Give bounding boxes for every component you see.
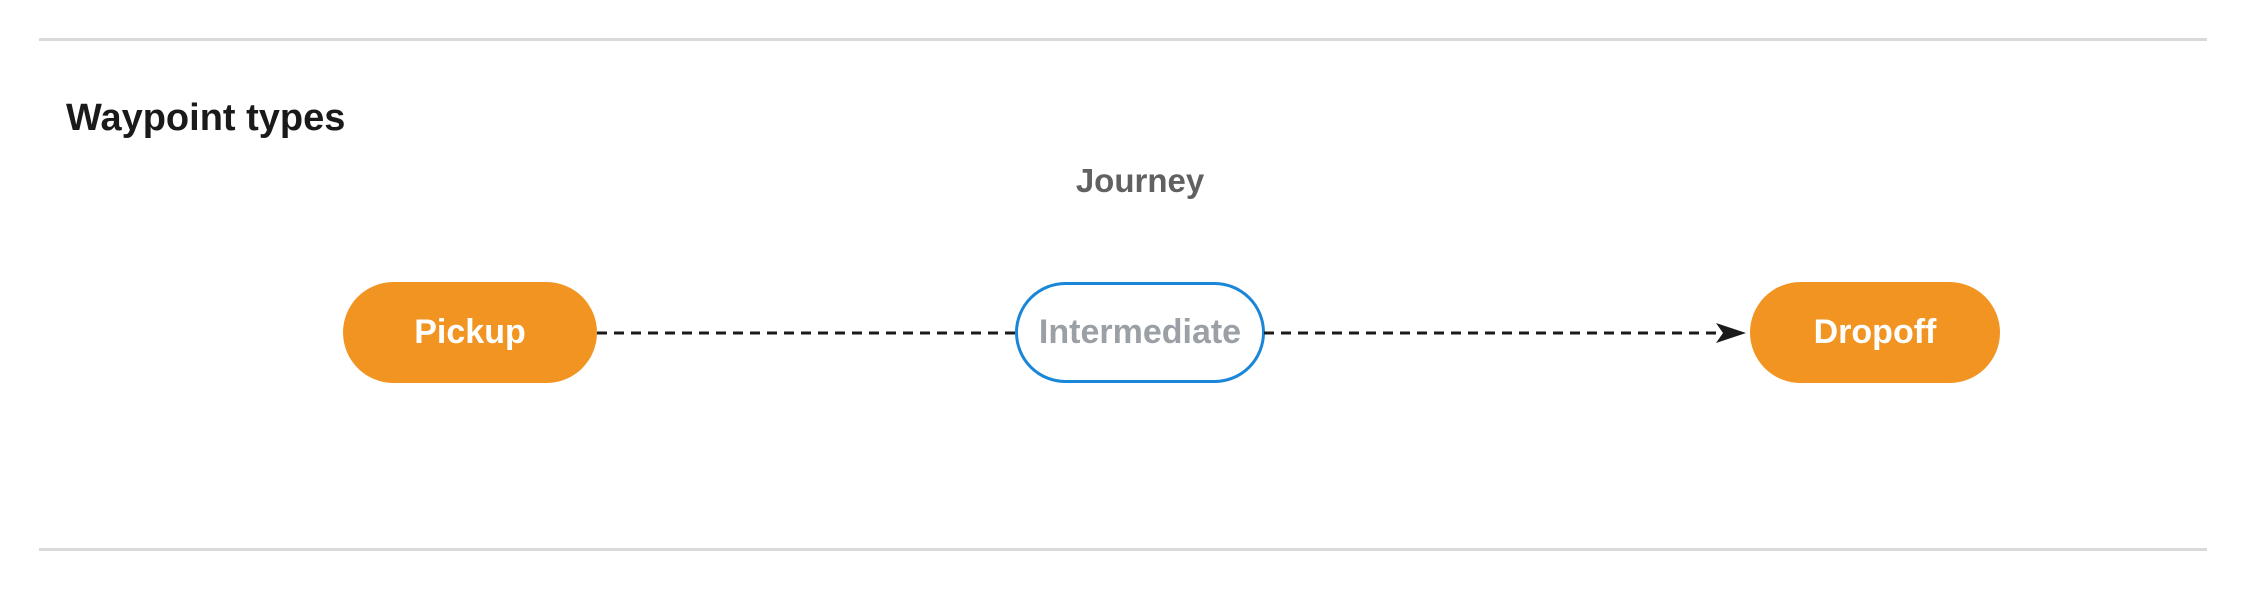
node-intermediate-label: Intermediate	[1038, 313, 1242, 351]
node-dropoff-label: Dropoff	[1813, 313, 1937, 351]
bottom-divider	[39, 548, 2207, 551]
node-pickup-label: Pickup	[414, 313, 526, 351]
node-pickup: Pickup	[343, 282, 597, 383]
arrowhead-icon	[1716, 323, 1746, 343]
node-dropoff: Dropoff	[1750, 282, 2000, 383]
journey-group-label: Journey	[1075, 162, 1205, 199]
journey-edges	[597, 323, 1746, 343]
section-heading: Waypoint types	[66, 96, 346, 139]
top-divider	[39, 38, 2207, 41]
node-intermediate: Intermediate	[1015, 282, 1265, 383]
